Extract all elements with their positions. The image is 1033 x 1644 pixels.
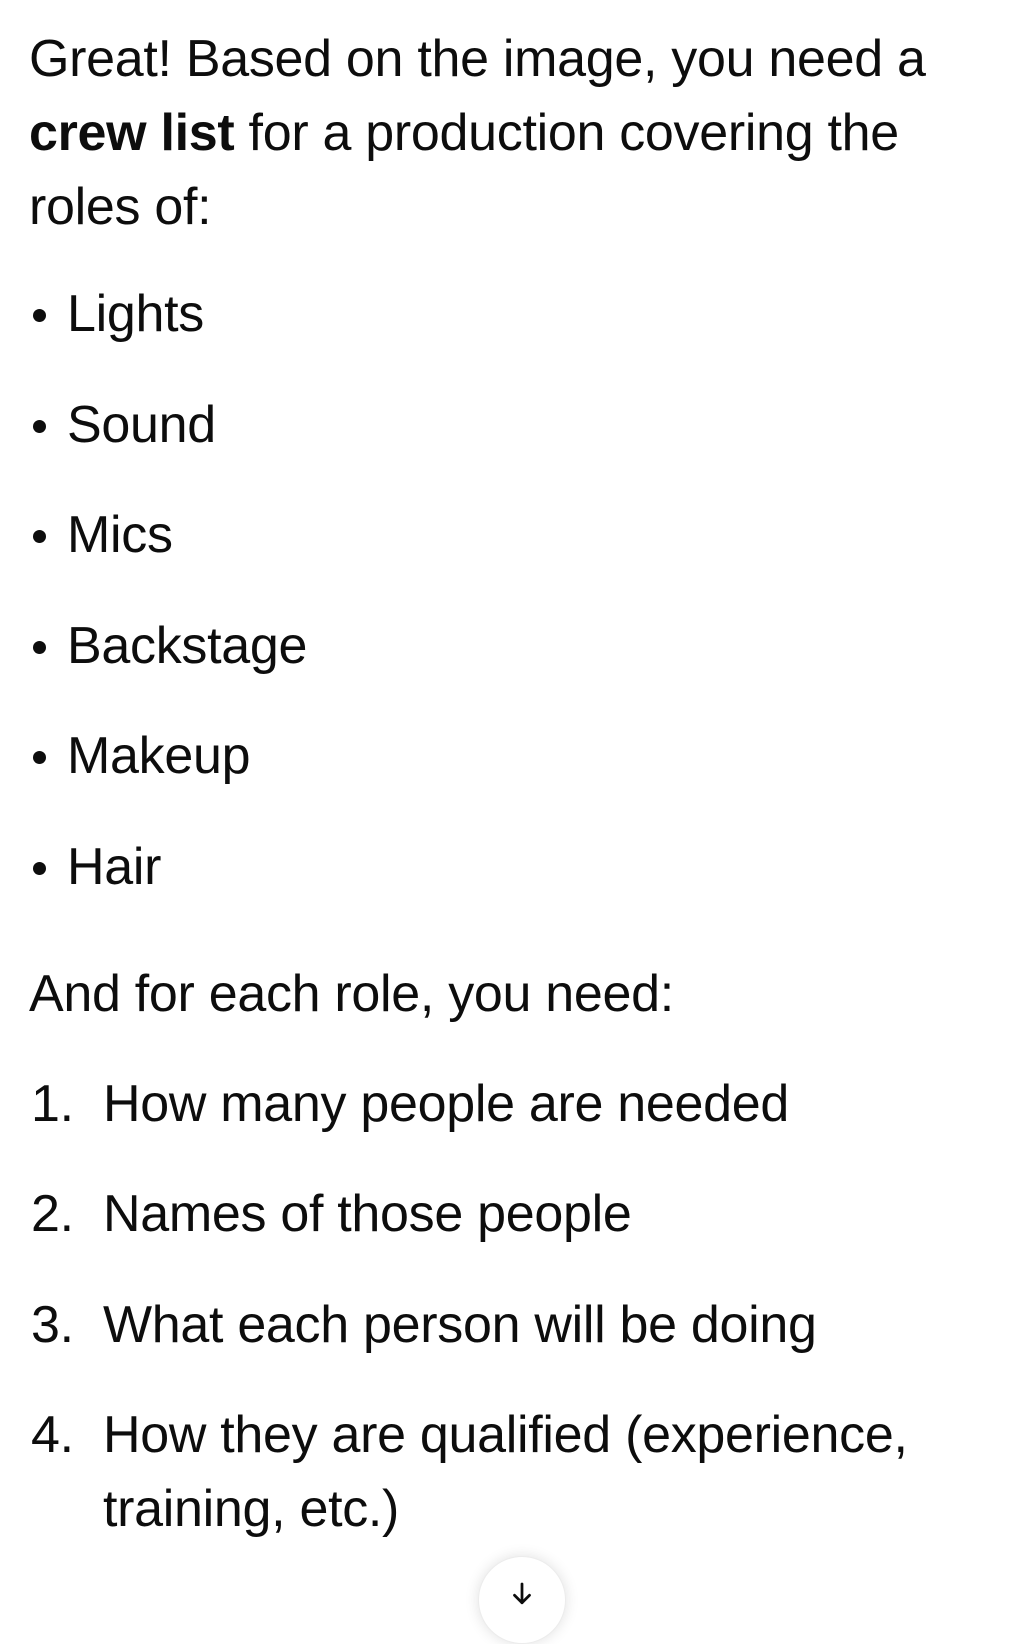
intro-text-after: for a production covering the roles of: <box>29 104 899 236</box>
requirement-text: How many people are needed <box>103 1074 789 1133</box>
followup-paragraph: And for each role, you need: <box>29 964 674 1023</box>
list-item-requirement: 3. What each person will be doing <box>29 1288 1009 1362</box>
item-number: 3. <box>31 1295 74 1354</box>
item-number: 2. <box>31 1185 74 1243</box>
arrow-down-icon <box>507 1557 537 1614</box>
bullet-icon <box>33 751 46 764</box>
list-item-requirement: 1. How many people are needed <box>29 1067 1009 1141</box>
roles-list: Lights Sound Mics Backstage Makeup Hair <box>29 277 1009 904</box>
list-item-role: Mics <box>29 498 1009 572</box>
role-label: Hair <box>67 837 162 896</box>
requirement-text: What each person will be doing <box>103 1295 817 1354</box>
list-item-requirement: 4. How they are qualified (experience, t… <box>29 1398 1009 1546</box>
requirement-text: How they are qualified (experience, trai… <box>103 1406 908 1538</box>
list-item-role: Lights <box>29 277 1009 351</box>
item-number: 4. <box>31 1406 74 1464</box>
role-label: Lights <box>67 285 204 343</box>
role-label: Sound <box>67 395 216 454</box>
item-number: 1. <box>31 1074 74 1133</box>
role-label: Makeup <box>67 727 251 785</box>
intro-bold-text: crew list <box>29 104 235 162</box>
role-label: Backstage <box>67 616 308 675</box>
requirements-list: 1. How many people are needed 2. Names o… <box>29 1067 1009 1547</box>
list-item-requirement: 2. Names of those people <box>29 1177 1009 1251</box>
intro-paragraph: Great! Based on the image, you need a cr… <box>29 22 1009 244</box>
list-item-role: Makeup <box>29 719 1009 793</box>
bullet-icon <box>33 419 46 433</box>
list-item-role: Sound <box>29 388 1009 462</box>
bullet-icon <box>33 861 46 875</box>
list-item-role: Backstage <box>29 609 1009 683</box>
bullet-icon <box>33 530 46 543</box>
intro-text-before: Great! Based on the image, you need a <box>29 30 926 88</box>
assistant-message: Great! Based on the image, you need a cr… <box>29 22 1009 1583</box>
role-label: Mics <box>67 506 173 564</box>
requirement-text: Names of those people <box>103 1185 632 1243</box>
list-item-role: Hair <box>29 830 1009 904</box>
scroll-to-bottom-button[interactable] <box>478 1556 566 1644</box>
bullet-icon <box>33 640 46 654</box>
bullet-icon <box>33 309 46 322</box>
